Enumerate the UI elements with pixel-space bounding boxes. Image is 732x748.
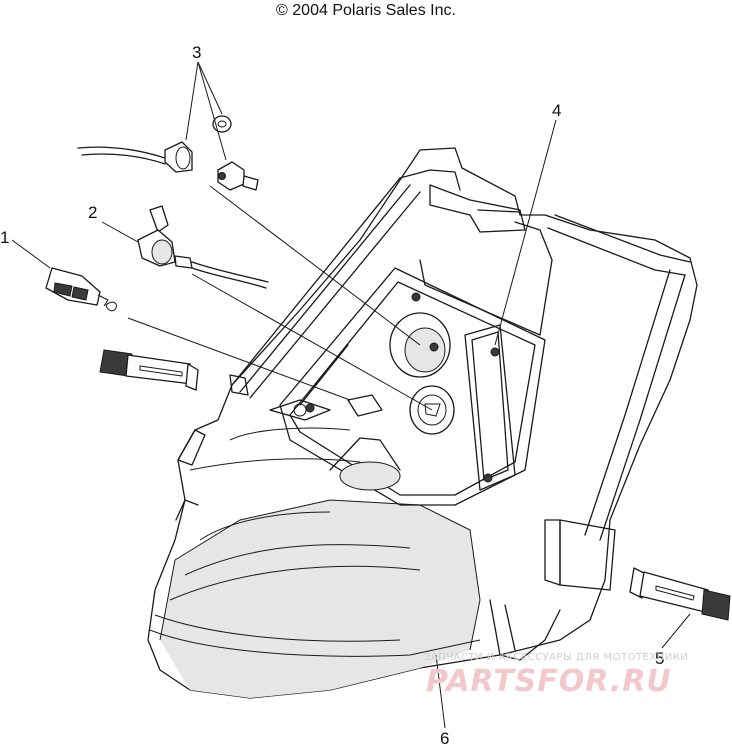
grab-handle-left (99, 349, 199, 391)
callout-5: 5 (655, 649, 665, 668)
callout-1: 1 (0, 228, 10, 247)
callout-4: 4 (552, 101, 562, 120)
part-5-grab-handle (629, 567, 731, 621)
callout-6: 6 (440, 729, 450, 748)
part-1-switch (45, 267, 117, 312)
copyright-notice: © 2004 Polaris Sales Inc. (276, 2, 456, 19)
part-3-socket-assembly (77, 115, 259, 191)
callout-3: 3 (192, 43, 202, 62)
watermark-subtitle: ЗАПЧАСТИ И АКСЕССУАРЫ ДЛЯ МОТОТЕХНИКИ (424, 652, 689, 663)
callout-2: 2 (88, 203, 98, 222)
hood-panel (147, 147, 698, 699)
part-2-connector (137, 205, 269, 289)
watermark-logo: PARTSFOR.RU (426, 664, 672, 699)
leader-lines (11, 61, 691, 729)
